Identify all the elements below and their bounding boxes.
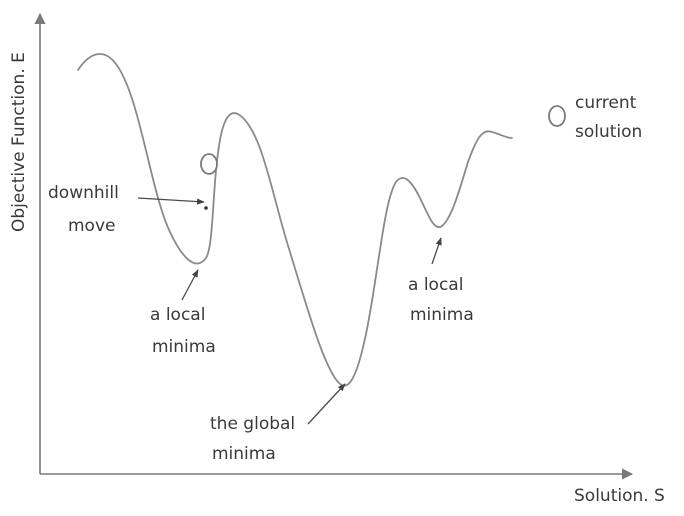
local-minima-right-line1: a local xyxy=(408,275,463,295)
legend-label-solution: solution xyxy=(575,122,642,142)
y-axis-label: Objective Function. E xyxy=(9,52,29,232)
downhill-label-line2: move xyxy=(68,216,115,236)
local-minima-right-arrow xyxy=(431,237,442,265)
objective-function-curve xyxy=(77,53,513,387)
global-minima-line2: minima xyxy=(212,444,276,464)
local-minima-left-line1: a local xyxy=(150,305,205,325)
local-minima-left-line2: minima xyxy=(152,337,216,357)
legend-label-current: current xyxy=(575,93,637,113)
global-minima-arrow xyxy=(307,383,346,425)
downhill-arrow xyxy=(137,197,205,205)
current-solution-marker xyxy=(200,153,218,175)
downhill-dot xyxy=(204,206,208,210)
global-minima-line1: the global xyxy=(210,414,295,434)
local-minima-left-arrow xyxy=(181,269,199,301)
downhill-label-line1: downhill xyxy=(48,183,119,203)
x-axis-label: Solution. S xyxy=(574,486,665,506)
local-minima-right-line2: minima xyxy=(410,305,474,325)
legend-marker-icon xyxy=(548,105,566,127)
